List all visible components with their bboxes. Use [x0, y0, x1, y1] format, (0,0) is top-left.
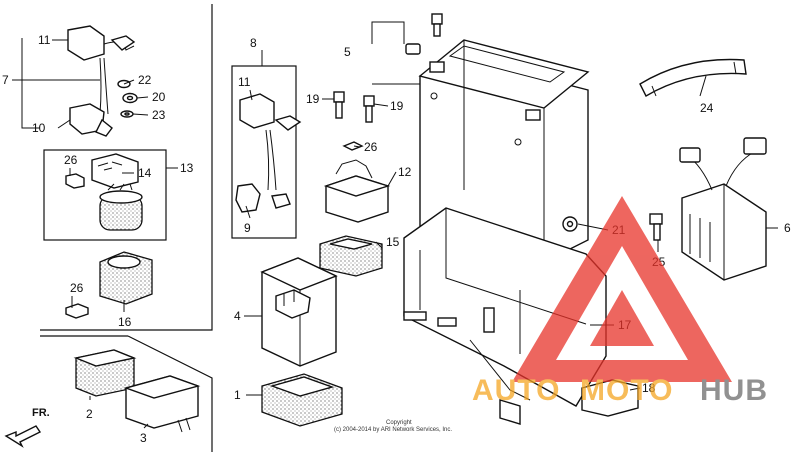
copyright-line-2: (c) 2004-2014 by ARI Network Services, I…: [334, 427, 452, 433]
callout-13: 13: [180, 161, 194, 175]
callout-15: 15: [386, 235, 400, 249]
callout-2: 2: [86, 407, 93, 421]
fuse-case: [261, 373, 343, 427]
starter-relay: [65, 153, 143, 231]
callout-9: 9: [244, 221, 251, 235]
callout-10: 10: [32, 121, 46, 135]
fuse-box: [260, 257, 338, 367]
callout-20: 20: [152, 90, 166, 104]
callout-11: 11: [38, 33, 51, 47]
callout-23: 23: [152, 108, 166, 122]
leader-lines: [12, 38, 778, 429]
callout-19-left: 19: [306, 92, 320, 106]
battery-strap: [639, 58, 747, 97]
battery-positive-cable: [67, 25, 136, 137]
callout-14: 14: [138, 166, 152, 180]
callout-5: 5: [344, 45, 351, 59]
callout-11-middle: 11: [238, 75, 251, 89]
copyright-notice: Copyright (c) 2004-2014 by ARI Network S…: [334, 420, 452, 433]
battery-holders: [73, 349, 201, 433]
watermark-triangle: [512, 196, 732, 382]
callout-1: 1: [234, 388, 241, 402]
copyright-line-1: Copyright: [386, 420, 412, 426]
callout-7: 7: [2, 73, 9, 87]
callout-8: 8: [250, 36, 257, 50]
callout-26-upper: 26: [64, 153, 78, 167]
watermark-text-hub: HUB: [700, 374, 768, 407]
callout-26-fuse: 26: [364, 140, 378, 154]
bolts: [333, 91, 375, 123]
bolt-and-nut: [562, 213, 663, 241]
relay-cover: [65, 251, 153, 319]
rubber-cushion: [319, 235, 383, 277]
callout-22: 22: [138, 73, 152, 87]
battery-negative-cable: [235, 93, 302, 213]
left-frame: [40, 4, 213, 452]
callout-16: 16: [118, 315, 132, 329]
front-direction-arrow: FR.: [4, 407, 50, 448]
watermark-logo: AUTO MOTO HUB: [472, 196, 768, 407]
callout-26-lower: 26: [70, 281, 84, 295]
callout-19-right: 19: [390, 99, 404, 113]
main-fuse-relay: [323, 141, 391, 223]
callout-12: 12: [398, 165, 412, 179]
nut-washer-set: [117, 79, 138, 118]
middle-frame: [231, 65, 297, 239]
front-direction-label: FR.: [32, 407, 50, 419]
callout-6: 6: [784, 221, 791, 235]
watermark-text-moto: MOTO: [580, 374, 673, 407]
callout-24: 24: [700, 101, 714, 115]
regulator-rectifier: [679, 137, 767, 281]
callout-3: 3: [140, 431, 147, 445]
callout-18: 18: [642, 381, 656, 395]
callout-4: 4: [234, 309, 241, 323]
watermark-text-auto: AUTO: [472, 374, 560, 407]
